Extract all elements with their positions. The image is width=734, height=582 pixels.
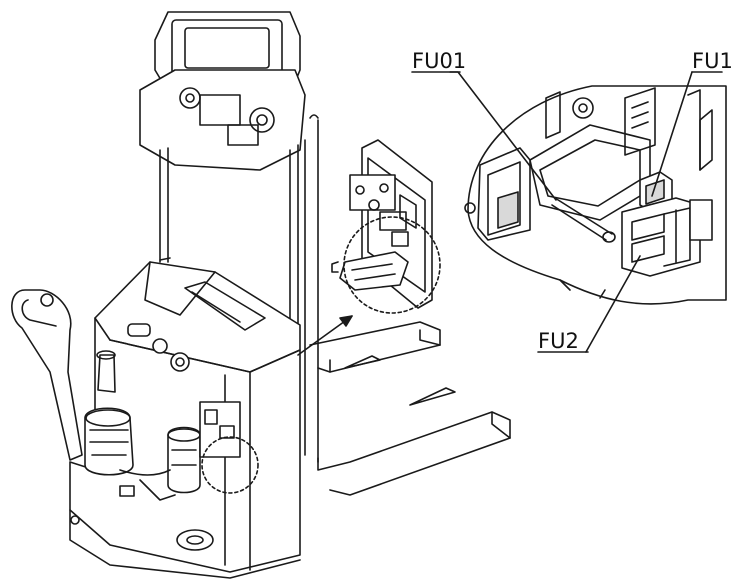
chassis-body <box>69 317 301 573</box>
pallet-stacker-truck <box>11 11 511 579</box>
leader-fu2 <box>585 255 641 353</box>
key-switch <box>170 352 190 372</box>
label-fu1: FU1 <box>692 49 733 73</box>
fuse-zoom-detail <box>464 85 727 305</box>
fork-left <box>309 321 441 373</box>
controller-detail <box>297 139 441 356</box>
leader-fu1 <box>651 71 693 197</box>
control-box-cover <box>94 261 301 373</box>
emergency-stop <box>152 338 168 354</box>
drive-wheel <box>176 529 214 551</box>
pump-motor <box>167 426 201 494</box>
fork-right <box>317 411 511 496</box>
label-fu01: FU01 <box>412 49 466 73</box>
mast-hoist-block <box>139 69 306 171</box>
label-fu2: FU2 <box>538 329 579 353</box>
tiller-arm <box>11 289 83 461</box>
